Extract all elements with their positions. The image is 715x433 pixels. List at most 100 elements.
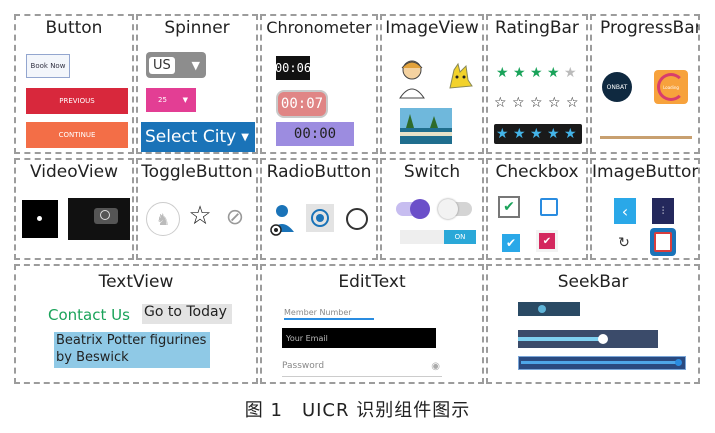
star-icon: ★ <box>496 126 509 142</box>
refresh-image-button[interactable]: ↻ <box>614 232 634 254</box>
back-image-button[interactable]: ‹ <box>614 198 636 224</box>
progress-bar-linear <box>600 136 692 139</box>
checkbox-pink-checked[interactable]: ✔ <box>536 230 558 252</box>
pikachu-image <box>449 62 473 89</box>
toggle-visibility[interactable]: ⊘ <box>220 202 250 232</box>
email-placeholder: Your Email <box>286 333 328 343</box>
password-placeholder: Password <box>282 361 325 371</box>
switch-purple[interactable] <box>396 199 430 219</box>
progress-ring: Loading <box>657 73 685 101</box>
radio-selected-dot <box>311 209 329 227</box>
star-outline-icon: ☆ <box>530 95 543 111</box>
check-icon: ✔ <box>505 236 517 250</box>
progress-circle-dark: ONBAT <box>602 72 632 102</box>
chronometer-red: 00:07 <box>276 90 328 118</box>
chevron-down-icon: ▼ <box>182 96 188 104</box>
cell-chronometer: Chronometer 00:06 00:07 00:00 <box>260 14 378 154</box>
star-outline-icon: ☆ <box>566 95 579 111</box>
seekbar-thumb <box>538 305 546 313</box>
radio-unselected[interactable] <box>346 208 368 230</box>
cell-title-imagebutton: ImageButton <box>592 162 698 182</box>
number-spinner[interactable]: 25 ▼ <box>146 88 196 112</box>
cell-togglebutton: ToggleButton ♞ ☆ ⊘ <box>136 158 258 260</box>
star-icon: ★ <box>564 65 577 81</box>
previous-button[interactable]: PREVIOUS <box>26 88 128 114</box>
checkbox-blue-checked[interactable]: ✔ <box>502 234 520 252</box>
checkbox-green[interactable]: ✔ <box>498 196 520 218</box>
seekbar-3[interactable] <box>518 356 686 370</box>
chronometer-dark: 00:06 <box>275 56 311 80</box>
switch-thumb <box>410 199 430 219</box>
cell-title-chronometer: Chronometer <box>266 18 372 37</box>
cell-title-videoview: VideoView <box>30 162 118 182</box>
radio-user[interactable] <box>268 202 296 236</box>
figure-caption: 图 1 UICR 识别组件图示 <box>244 400 471 421</box>
city-spinner[interactable]: Select City ▼ <box>141 122 255 152</box>
check-icon: ✔ <box>503 199 515 215</box>
rating-bar-empty[interactable]: ☆ ☆ ☆ ☆ ☆ <box>494 96 586 112</box>
cell-title-edittext: EditText <box>338 272 406 292</box>
switch-grey[interactable] <box>438 199 472 219</box>
switch-on[interactable]: ON <box>400 230 476 244</box>
cell-title-switch: Switch <box>403 162 461 182</box>
rating-bar-green[interactable]: ★ ★ ★ ★ ★ <box>496 66 586 82</box>
star-outline-icon: ☆ <box>512 95 525 111</box>
progress-label-2: Loading <box>663 84 679 90</box>
equalizer-image-button[interactable]: ⫶ <box>652 198 674 224</box>
cell-switch: Switch ON <box>380 158 484 260</box>
cell-title-spinner: Spinner <box>164 18 230 38</box>
cell-title-button: Button <box>45 18 103 38</box>
equalizer-icon: ⫶ <box>661 205 665 217</box>
go-to-today-text[interactable]: Go to Today <box>142 304 232 324</box>
cell-imageview: ImageView <box>380 14 484 154</box>
play-icon <box>100 210 110 220</box>
cell-button: Button Book Now PREVIOUS CONTINUE <box>14 14 134 154</box>
chevron-down-icon: ▼ <box>191 58 200 72</box>
star-icon: ★ <box>564 126 577 142</box>
star-icon: ★ <box>530 65 543 81</box>
star-outline-icon: ☆ <box>494 95 507 111</box>
seekbar-1[interactable] <box>518 302 580 316</box>
seekbar-2[interactable] <box>518 330 658 348</box>
cell-checkbox: Checkbox ✔ ✔ ✔ <box>486 158 588 260</box>
star-icon: ★ <box>547 65 560 81</box>
beatrix-text: Beatrix Potter figurines by Beswick <box>54 332 210 368</box>
cell-title-ratingbar: RatingBar <box>495 18 579 38</box>
toggle-dog[interactable]: ♞ <box>146 202 180 236</box>
checkbox-blue-empty[interactable] <box>540 198 558 216</box>
star-icon: ★ <box>496 65 509 81</box>
cell-title-progressbar: ProgressBar <box>600 18 698 38</box>
book-now-button[interactable]: Book Now <box>26 54 70 78</box>
continue-button[interactable]: CONTINUE <box>26 122 128 148</box>
city-spinner-value: Select City <box>145 127 237 147</box>
radio-selected[interactable] <box>306 204 334 232</box>
star-icon: ★ <box>513 126 526 142</box>
cell-imagebutton: ImageButton ‹ ⫶ ↻ <box>590 158 700 260</box>
country-spinner[interactable]: US ▼ <box>146 52 206 78</box>
contact-us-text: Contact Us <box>48 306 130 324</box>
cell-title-seekbar: SeekBar <box>557 272 629 292</box>
password-field[interactable]: Password ◉ <box>282 356 442 377</box>
member-number-placeholder: Member Number <box>284 308 352 317</box>
dog-icon: ♞ <box>155 209 171 229</box>
cell-progressbar: ProgressBar ONBAT Loading <box>590 14 700 154</box>
member-number-field[interactable]: Member Number <box>284 300 374 320</box>
check-icon: ✔ <box>539 233 555 249</box>
cell-videoview: VideoView <box>14 158 134 260</box>
cell-textview: TextView Contact Us Go to Today Beatrix … <box>14 264 258 384</box>
person-image <box>399 60 425 99</box>
video-player-1[interactable] <box>22 200 58 238</box>
toggle-star[interactable]: ☆ <box>186 200 214 232</box>
eye-icon[interactable]: ◉ <box>431 360 440 372</box>
video-player-2[interactable] <box>68 198 130 240</box>
refresh-icon: ↻ <box>618 235 630 251</box>
clipboard-image-button[interactable] <box>650 228 676 256</box>
chronometer-purple: 00:00 <box>276 122 354 146</box>
seekbar-thumb <box>675 359 682 366</box>
star-outline-icon: ☆ <box>188 201 212 231</box>
rating-bar-blue[interactable]: ★ ★ ★ ★ ★ <box>494 124 582 144</box>
chevron-left-icon: ‹ <box>621 201 629 221</box>
progress-circle-orange: Loading <box>654 70 688 104</box>
email-field[interactable]: Your Email <box>282 328 436 348</box>
play-dot-icon <box>37 216 42 221</box>
